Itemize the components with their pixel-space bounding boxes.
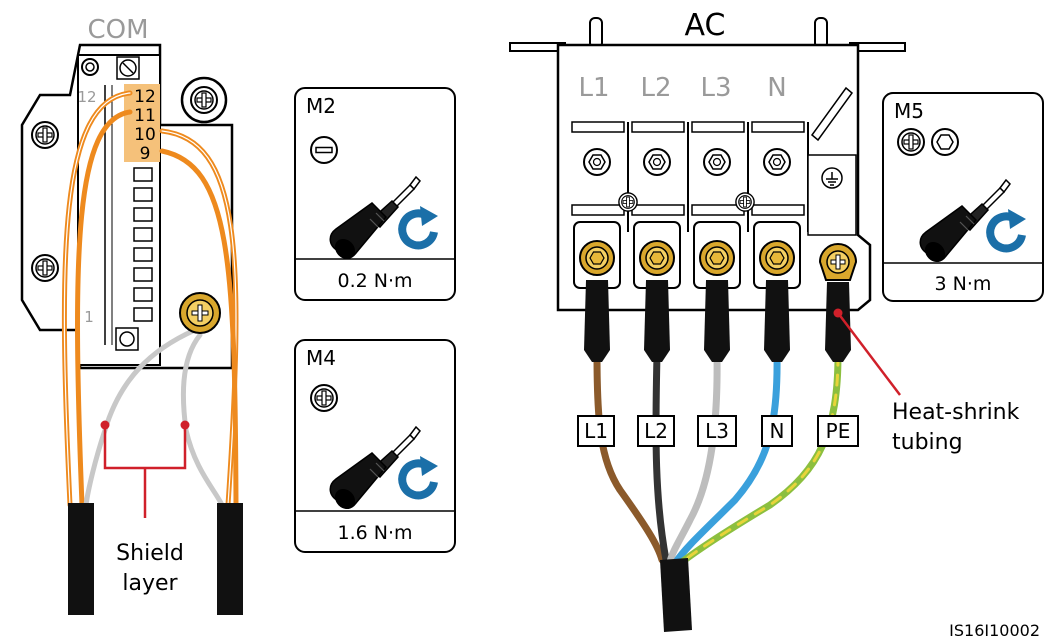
pe-lug-icon	[818, 243, 858, 281]
m5-torque: 3 N·m	[935, 273, 992, 295]
ac-wires	[593, 351, 842, 566]
phillips-screw-icon	[310, 384, 338, 412]
m4-tool-name: M4	[306, 346, 336, 370]
ac-terminal-label: L2	[640, 73, 671, 103]
com-side-label-top: 12	[77, 88, 96, 106]
m2-torque: 0.2 N·m	[337, 270, 412, 292]
heat-shrink-label-line1: Heat-shrink	[892, 400, 1020, 425]
com-cable-jacket	[68, 503, 94, 615]
com-side-label-bottom: 1	[84, 308, 94, 326]
brass-lug-icon	[639, 240, 675, 276]
small-screw-icon	[735, 192, 755, 212]
com-pin-label: 9	[140, 144, 151, 164]
shield-callout	[103, 425, 187, 518]
slotted-screw-icon	[310, 136, 338, 164]
com-mount-screw-icon	[31, 254, 59, 282]
wire-tag-label: L1	[584, 419, 608, 443]
ac-title: AC	[685, 8, 726, 43]
brass-lug-icon	[579, 240, 615, 276]
wire-tags: L1 L2 L3 N PE	[577, 415, 859, 447]
com-pin-label: 12	[134, 87, 156, 107]
figure-id: IS16I10002	[949, 621, 1040, 640]
shield-label-line1: Shield	[116, 541, 184, 566]
com-connector: COM 12 1 12 11 10 9	[20, 15, 243, 615]
brass-lug-icon	[699, 240, 735, 276]
heat-shrink-callout	[837, 312, 901, 396]
hex-nut-icon	[763, 148, 791, 176]
com-pin-highlight	[124, 84, 160, 162]
com-mount-screw-icon	[31, 121, 59, 149]
ac-cable-jacket	[660, 558, 692, 632]
ac-terminal-label: L1	[578, 73, 609, 103]
m4-torque: 1.6 N·m	[337, 522, 412, 544]
ac-terminal-label: N	[767, 73, 786, 103]
com-pin-slots	[133, 167, 153, 322]
tool-card-m5: M5 3 N·m	[882, 92, 1044, 302]
ground-screw-icon	[179, 292, 221, 334]
wire-tag-label: L3	[705, 419, 729, 443]
shield-label-line2: layer	[122, 571, 178, 596]
com-mount-screw-icon	[180, 76, 228, 124]
com-cable-jacket	[217, 503, 243, 615]
heat-shrink-sleeves	[584, 280, 851, 362]
m5-tool-name: M5	[894, 99, 924, 123]
ground-symbol-icon	[821, 167, 843, 189]
phillips-screw-icon	[897, 128, 925, 156]
wire-tag-label: L2	[644, 419, 668, 443]
tool-card-m2: M2 0.2 N·m	[294, 87, 456, 301]
heat-shrink-label-line2: tubing	[892, 430, 963, 455]
hex-socket-icon	[931, 128, 959, 156]
wire-tag-label: N	[770, 419, 785, 443]
com-top-screw-icon	[116, 56, 140, 80]
com-signal-wires	[61, 90, 239, 508]
m2-tool-name: M2	[306, 94, 336, 118]
ac-terminal: AC L1 L2 L3 N	[509, 8, 1020, 632]
hex-nut-icon	[703, 148, 731, 176]
com-pin-label: 11	[134, 106, 156, 126]
wire-tag-label: PE	[826, 419, 851, 443]
brass-lug-icon	[759, 240, 795, 276]
hex-nut-icon	[583, 148, 611, 176]
com-title: COM	[87, 15, 148, 45]
ac-terminal-label: L3	[700, 73, 731, 103]
tool-card-m4: M4 1.6 N·m	[294, 339, 456, 553]
hex-nut-icon	[643, 148, 671, 176]
small-screw-icon	[618, 192, 638, 212]
com-pin-label: 10	[134, 125, 156, 145]
